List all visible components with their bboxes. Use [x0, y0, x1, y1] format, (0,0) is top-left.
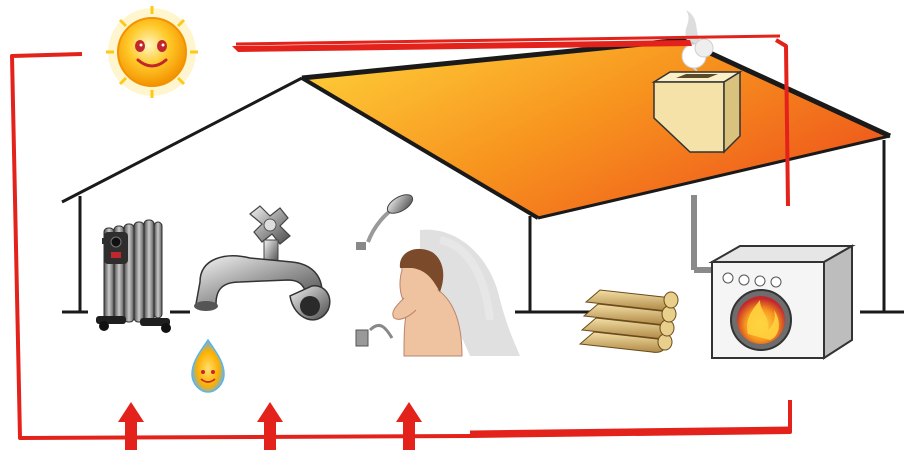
arrow-to-faucet	[257, 402, 283, 450]
smiling-hot-drop-icon	[192, 340, 224, 392]
arrow-to-radiator	[118, 402, 144, 450]
arrow-to-shower	[396, 402, 422, 450]
smiling-sun-icon	[106, 6, 198, 98]
wood-stove-icon	[712, 246, 852, 358]
log-stack-icon	[580, 290, 678, 352]
water-faucet-icon	[194, 206, 330, 320]
oil-radiator-icon	[96, 220, 171, 333]
orange-roof-icon	[302, 40, 890, 218]
shower-person-icon	[356, 191, 520, 356]
